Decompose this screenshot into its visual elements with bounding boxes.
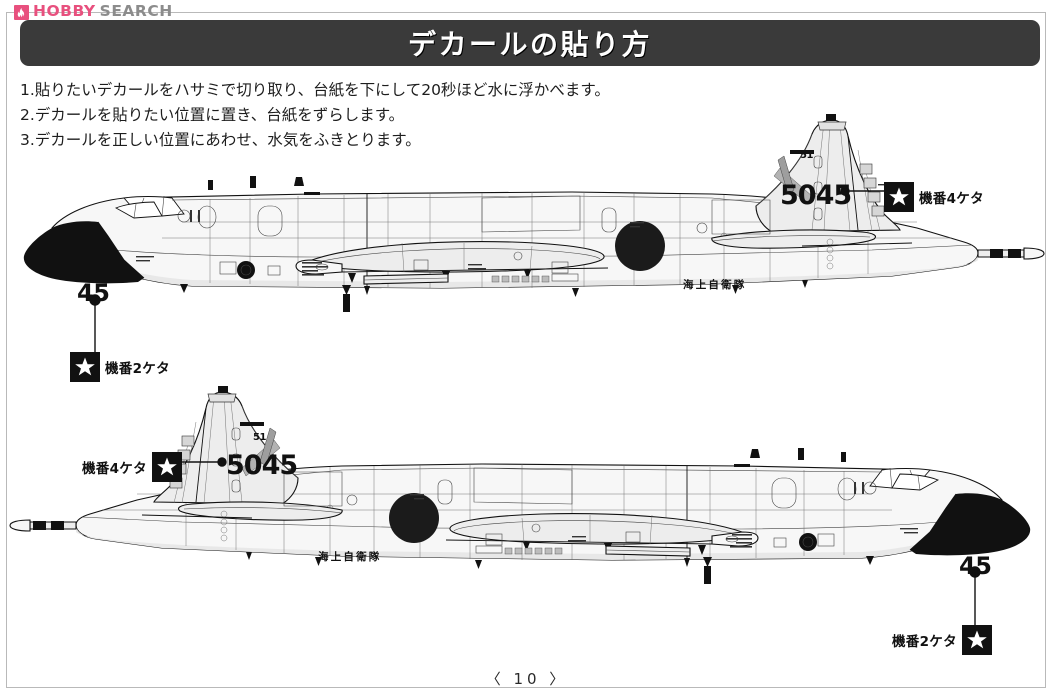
nose-number-top: 45 bbox=[77, 279, 110, 307]
star-icon bbox=[70, 352, 100, 382]
callout-tail-serial-bottom: 機番4ケタ bbox=[82, 452, 182, 482]
callout-tail-serial-top: 機番4ケタ bbox=[884, 182, 984, 212]
fin-code-top: 51 bbox=[800, 150, 813, 161]
hobby-search-logo: HOBBY SEARCH bbox=[14, 3, 173, 21]
page-number: 〈 10 〉 bbox=[485, 670, 569, 688]
instruction-step-2: 2.デカールを貼りたい位置に置き、台紙をずらします。 bbox=[20, 106, 405, 124]
brand-word-hobby: HOBBY bbox=[33, 2, 96, 21]
tail-serial-top: 5045 bbox=[780, 180, 852, 211]
brand-word-search: SEARCH bbox=[99, 2, 173, 21]
star-icon bbox=[151, 452, 182, 482]
callout-label: 機番2ケタ bbox=[892, 634, 957, 650]
star-icon bbox=[961, 625, 992, 655]
flame-icon bbox=[14, 4, 29, 20]
aircraft-bottom-profile bbox=[9, 385, 1031, 585]
star-icon bbox=[884, 182, 914, 212]
instruction-step-3: 3.デカールを正しい位置にあわせ、水気をふきとります。 bbox=[20, 131, 421, 149]
fin-code-bottom: 51 bbox=[253, 432, 266, 443]
instruction-list: 1.貼りたいデカールをハサミで切り取り、台紙を下にして20秒ほど水に浮かべます。… bbox=[20, 78, 820, 153]
page-border bbox=[6, 12, 1046, 688]
callout-nose-number-top: 機番2ケタ bbox=[70, 352, 170, 382]
fuselage-text-top: 海上自衛隊 bbox=[683, 279, 747, 291]
instruction-step-1: 1.貼りたいデカールをハサミで切り取り、台紙を下にして20秒ほど水に浮かべます。 bbox=[20, 81, 610, 99]
callout-label: 機番4ケタ bbox=[82, 461, 147, 477]
page-title-bar: デカールの貼り方 bbox=[20, 20, 1040, 66]
nose-number-bottom: 45 bbox=[959, 552, 992, 580]
fuselage-text-bottom: 海上自衛隊 bbox=[318, 551, 382, 563]
tail-serial-bottom: 5045 bbox=[226, 450, 298, 481]
callout-label: 機番2ケタ bbox=[105, 361, 170, 377]
callout-label: 機番4ケタ bbox=[919, 191, 984, 207]
page-title: デカールの貼り方 bbox=[407, 28, 652, 61]
callout-nose-number-bottom: 機番2ケタ bbox=[892, 625, 992, 655]
